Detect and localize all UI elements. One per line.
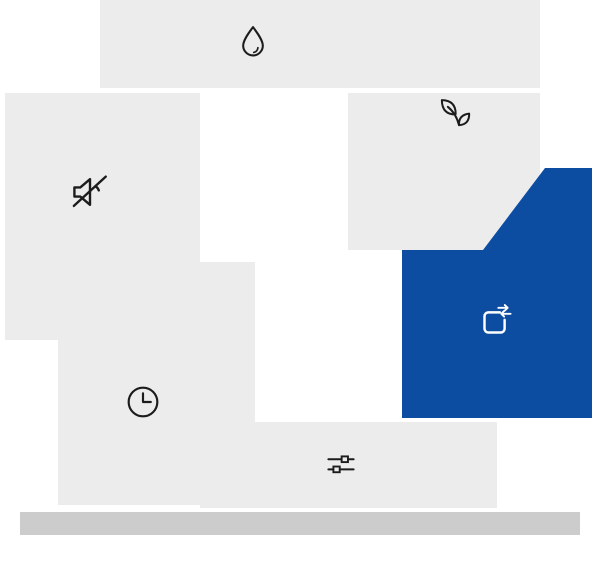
tile-settings[interactable] — [200, 422, 497, 508]
water-drop-icon — [234, 23, 272, 61]
clock-icon — [123, 382, 163, 422]
bottom-bar — [20, 512, 580, 535]
hose-arrows-icon — [474, 301, 516, 343]
eco-leaves-icon — [437, 93, 477, 133]
sliders-icon — [322, 445, 360, 483]
tile-eco[interactable] — [348, 93, 540, 250]
speaker-muted-icon — [68, 170, 112, 214]
tile-water[interactable] — [100, 0, 540, 88]
